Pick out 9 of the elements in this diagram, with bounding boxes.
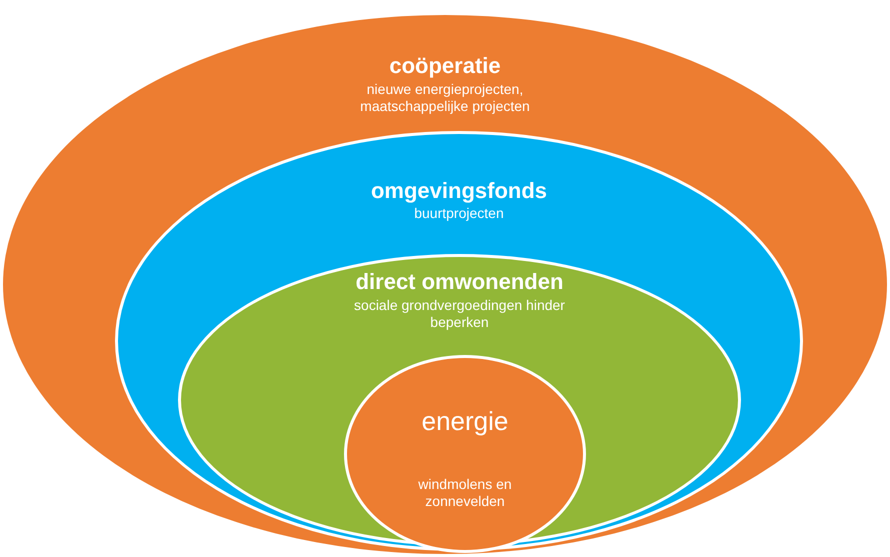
ellipse (0, 12, 890, 557)
heading: energie (422, 406, 508, 437)
description: windmolens en zonnevelden (417, 476, 513, 510)
heading: coöperatie (389, 53, 501, 79)
description: sociale grondvergoedingen hinder beperken (353, 297, 566, 331)
description: nieuwe energieprojecten, maatschappelijke projecten (359, 81, 531, 115)
heading: omgevingsfonds (370, 178, 547, 204)
heading: direct omwonenden (356, 269, 564, 295)
description: buurtprojecten (413, 205, 505, 222)
